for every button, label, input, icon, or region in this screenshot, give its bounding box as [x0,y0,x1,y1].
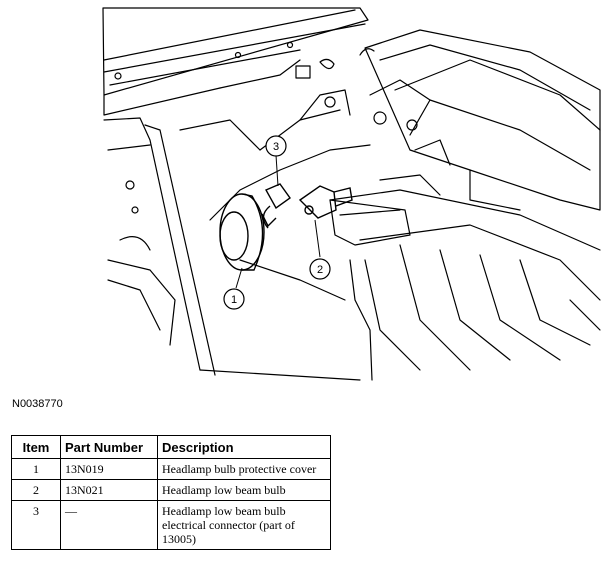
bulb-shape [298,185,353,219]
table-header-row: Item Part Number Description [11,435,331,459]
figure-id: N0038770 [12,398,63,410]
protective-cover-shape [219,193,265,271]
cell-item: 2 [11,479,61,501]
header-description: Description [157,435,331,459]
cell-item: 3 [11,500,61,550]
table-row: 3 — Headlamp low beam bulb electrical co… [11,500,331,550]
svg-text:2: 2 [317,264,323,276]
cell-part-number: 13N021 [60,479,158,501]
callout-3: 3 [265,135,287,157]
cell-item: 1 [11,458,61,480]
header-part-number: Part Number [60,435,158,459]
callout-1: 1 [223,288,245,310]
headlamp-illustration: 3 1 2 [102,7,601,381]
callout-2: 2 [309,258,331,280]
cell-description: Headlamp low beam bulb electrical connec… [157,500,331,550]
cell-description: Headlamp bulb protective cover [157,458,331,480]
cell-part-number: 13N019 [60,458,158,480]
cell-description: Headlamp low beam bulb [157,479,331,501]
svg-text:1: 1 [231,294,237,306]
svg-text:3: 3 [273,141,279,153]
connector-shape [261,183,291,229]
cell-part-number: — [60,500,158,550]
parts-table: Item Part Number Description 1 13N019 He… [11,435,331,550]
header-item: Item [11,435,61,459]
table-row: 2 13N021 Headlamp low beam bulb [11,479,331,501]
table-row: 1 13N019 Headlamp bulb protective cover [11,458,331,480]
